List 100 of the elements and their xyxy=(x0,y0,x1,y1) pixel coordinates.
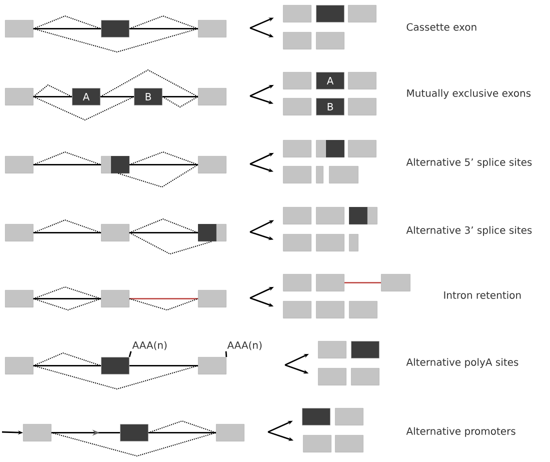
splice-line xyxy=(32,84,72,98)
splice-line xyxy=(33,28,101,30)
exon-box xyxy=(283,166,312,184)
exon-box xyxy=(120,424,148,442)
exon-box xyxy=(283,32,312,50)
leader-line xyxy=(225,351,228,358)
splice-line xyxy=(32,365,198,390)
splice-line xyxy=(32,151,102,166)
exon-box xyxy=(283,301,312,318)
splice-line xyxy=(129,232,198,234)
splice-line xyxy=(128,232,213,255)
exon-box xyxy=(198,224,226,242)
exon-box xyxy=(316,32,344,50)
exon-box: A xyxy=(72,88,100,106)
exon-box xyxy=(348,140,376,158)
splice-line xyxy=(128,298,198,311)
exon-box xyxy=(316,234,344,252)
exon-box xyxy=(5,156,34,174)
row-label: Alternative 3’ splice sites xyxy=(406,226,532,236)
exon-box xyxy=(5,357,34,374)
splice-line xyxy=(50,432,216,456)
splice-line xyxy=(129,298,198,300)
exon-box xyxy=(5,290,34,308)
splice-line xyxy=(128,218,198,234)
leader-line xyxy=(128,351,132,358)
exon-box: B xyxy=(316,98,344,116)
splice-line xyxy=(128,151,198,166)
splice-line xyxy=(32,219,102,234)
exon-box xyxy=(349,301,378,318)
row-label: Alternative 5’ splice sites xyxy=(406,158,532,168)
exon-box xyxy=(283,72,312,90)
splice-line xyxy=(129,365,198,366)
exon-box xyxy=(283,234,312,252)
splice-line xyxy=(162,96,198,98)
exon-box xyxy=(101,224,130,242)
splice-line xyxy=(100,69,198,98)
exon-box xyxy=(348,5,376,22)
exon-box xyxy=(316,301,344,318)
exon-box xyxy=(283,98,312,116)
row-label: Alternative polyA sites xyxy=(406,358,518,368)
splice-line xyxy=(33,298,101,300)
exon-box xyxy=(335,408,364,426)
splice-line xyxy=(33,232,101,234)
splice-line xyxy=(32,15,102,30)
exon-box xyxy=(198,290,226,308)
exon-box xyxy=(318,341,346,358)
exon-box xyxy=(348,98,376,116)
exon-box xyxy=(316,274,344,292)
splice-line xyxy=(32,352,102,366)
exon-box xyxy=(329,166,358,184)
exon-box xyxy=(316,207,344,224)
row-label: Intron retention xyxy=(444,291,521,299)
exon-box xyxy=(101,357,130,374)
exon-box xyxy=(101,290,130,308)
splice-line xyxy=(148,432,216,434)
exon-box: B xyxy=(134,88,162,106)
exon-box xyxy=(5,224,34,242)
row-label: Cassette exon xyxy=(406,23,476,31)
exon-box xyxy=(316,140,344,158)
exon-box xyxy=(283,5,312,22)
exon-box xyxy=(283,207,312,224)
row-label: Mutually exclusive exons xyxy=(407,89,531,99)
splice-line xyxy=(32,28,198,53)
exon-box xyxy=(349,234,358,252)
exon-box xyxy=(283,274,312,292)
splice-line xyxy=(33,96,72,98)
row-label: Alternative promoters xyxy=(406,427,516,437)
splice-line xyxy=(344,282,381,284)
splice-line xyxy=(129,28,198,30)
exon-box xyxy=(351,368,380,386)
splice-line xyxy=(129,164,198,166)
exon-box: A xyxy=(316,72,344,90)
exon-box xyxy=(5,88,34,106)
exon-box xyxy=(198,156,226,174)
exon-box xyxy=(351,341,380,358)
splice-line xyxy=(33,365,101,366)
exon-box xyxy=(216,424,244,442)
exon-box xyxy=(381,274,410,292)
exon-box xyxy=(101,20,130,38)
splice-line xyxy=(32,286,102,300)
exon-box xyxy=(198,88,226,106)
exon-box xyxy=(318,368,346,386)
splice-line xyxy=(100,96,134,98)
exon-box xyxy=(335,435,364,452)
splice-line xyxy=(128,15,198,30)
splice-line xyxy=(33,164,101,166)
polya-label: AAA(n) xyxy=(132,341,167,350)
splice-line xyxy=(118,164,198,188)
exon-box xyxy=(348,72,376,90)
exon-box xyxy=(5,20,34,38)
exon-box xyxy=(349,207,378,224)
exon-box xyxy=(198,20,226,38)
exon-box xyxy=(23,424,52,442)
exon-box xyxy=(101,156,130,174)
splice-line xyxy=(32,96,134,121)
polya-label: AAA(n) xyxy=(227,341,262,350)
splice-line xyxy=(148,420,216,434)
exon-box xyxy=(303,435,332,452)
exon-box xyxy=(198,357,226,374)
exon-box xyxy=(302,408,330,426)
